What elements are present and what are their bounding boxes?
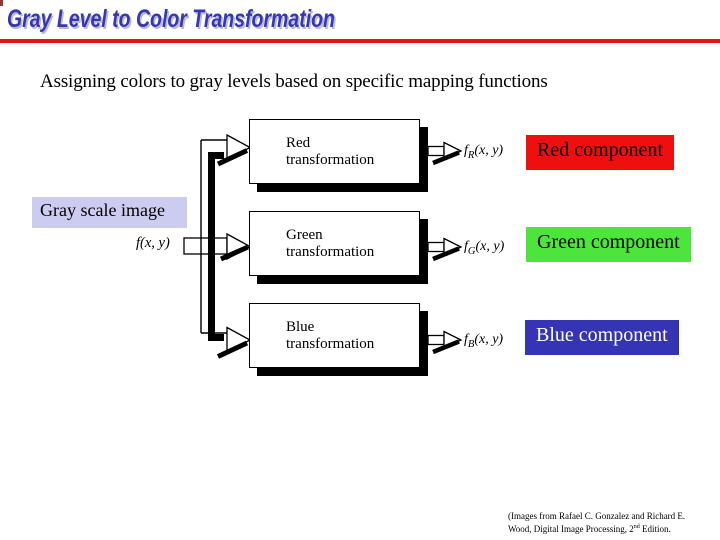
entry-slash-green <box>219 244 250 262</box>
citation-text: (Images from Rafael C. Gonzalez and Rich… <box>508 511 716 534</box>
exit-arrow-green <box>427 237 463 262</box>
fname: f <box>464 239 468 254</box>
box-label-line1: Red <box>286 134 311 151</box>
red-transformation-box: Red transformation <box>249 119 420 184</box>
fsub: R <box>467 149 475 161</box>
exit-arrow-red <box>427 141 463 166</box>
box-label-line2: transformation <box>286 335 375 352</box>
output-math-blue: fB(x, y) <box>464 332 503 350</box>
fargs: (x, y) <box>475 239 505 254</box>
citation-line2-sup: nd <box>633 523 640 530</box>
input-fname: f <box>136 235 141 251</box>
red-component-chip: Red component <box>526 135 675 170</box>
fargs: (x, y) <box>474 143 504 158</box>
subtitle-text: Assigning colors to gray levels based on… <box>40 71 548 92</box>
entry-slash-blue <box>216 340 249 359</box>
input-args: (x, y) <box>140 235 170 251</box>
box-label-line2: transformation <box>286 243 375 260</box>
citation-line2: Wood, Digital Image Processing, 2nd Edit… <box>508 522 716 535</box>
citation-line1: (Images from Rafael C. Gonzalez and Rich… <box>508 511 686 521</box>
green-transformation-box: Green transformation <box>249 211 420 276</box>
blue-component-chip: Blue component <box>525 320 679 355</box>
entry-slash-red <box>216 148 249 167</box>
box-label-line2: transformation <box>286 151 375 168</box>
output-math-green: fG(x, y) <box>464 239 504 257</box>
corner-mark <box>0 0 3 6</box>
title-underline-rule <box>0 39 720 43</box>
fsub: B <box>467 338 475 350</box>
fname: f <box>464 332 468 347</box>
fname: f <box>464 143 468 158</box>
input-signal-math: f(x, y) <box>136 235 170 252</box>
citation-line2-pre: Wood, Digital Image Processing, 2 <box>508 523 634 534</box>
fsub: G <box>467 245 476 257</box>
box-label-line1: Green <box>286 226 323 243</box>
input-arrow-shaft <box>183 237 228 255</box>
gray-scale-image-label: Gray scale image <box>32 197 187 228</box>
page-title: Gray Level to Color Transformation <box>7 5 335 33</box>
branch-trunk <box>208 152 224 341</box>
box-label-line1: Blue <box>286 318 315 335</box>
exit-arrow-blue <box>427 330 463 355</box>
blue-transformation-box: Blue transformation <box>249 303 420 368</box>
citation-line2-post: Edition. <box>639 523 671 534</box>
output-math-red: fR(x, y) <box>464 143 503 161</box>
green-component-chip: Green component <box>526 227 691 262</box>
fargs: (x, y) <box>474 332 504 347</box>
